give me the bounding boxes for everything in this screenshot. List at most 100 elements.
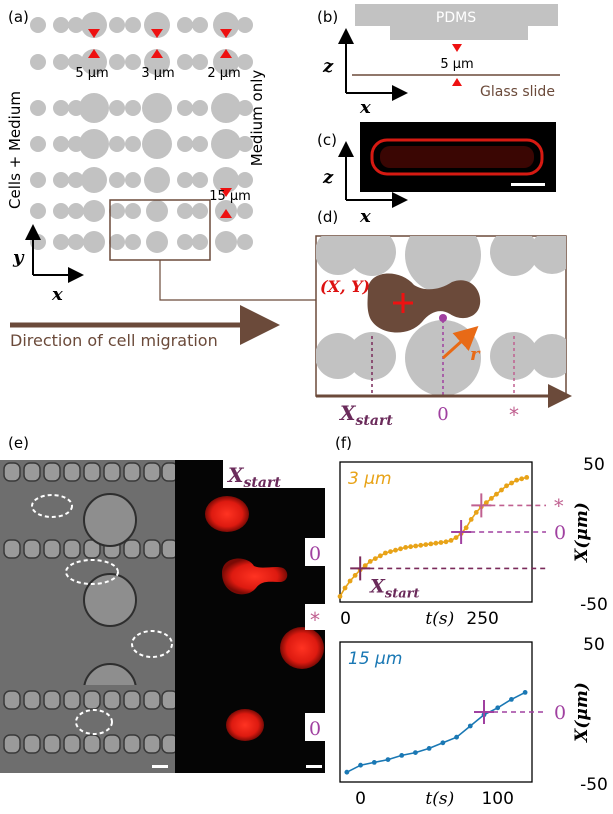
pillar-small [53,17,69,33]
pillar-large [81,12,107,38]
bf-pillar [63,690,81,710]
data-point [454,734,459,740]
y-tick-label: -50 [580,775,608,795]
medium-only-label: Medium only [248,70,266,167]
gap-arrow-up-5um [88,49,100,58]
pillar-small [192,100,208,116]
x-tick-label: 0 [340,609,351,629]
pillar [405,236,481,293]
cells-medium-label: Cells + Medium [6,91,24,209]
data-point [519,476,525,482]
pillar-small [177,136,193,152]
scale-bar-c [511,183,545,186]
pillar-small [192,172,208,188]
gap-arrow-down-b [452,44,462,52]
pillar-large [215,231,237,253]
data-point [377,553,383,559]
data-point [443,539,449,545]
pillar [530,334,566,378]
pillar-small [237,172,253,188]
gap-arrow-down-2um [220,29,232,38]
data-point [423,542,429,547]
pillar [316,333,361,379]
bf-pillar [63,462,81,482]
data-point [473,510,479,515]
pillar-small [177,100,193,116]
data-point [495,705,501,711]
pillar [530,236,566,274]
pillar-small [53,54,69,70]
data-point [372,556,378,561]
bf-pillar [103,690,121,710]
pillar-small [68,54,84,70]
cell-shape [367,273,481,333]
pillar-small [53,172,69,188]
marker-label: 0 [554,702,566,724]
bf-pillar [123,734,141,754]
data-point [489,496,494,501]
bf-pillar [143,734,161,754]
data-point [499,487,504,493]
data-point [514,477,520,483]
pillar-large [81,167,107,193]
data-point [403,545,409,550]
gap-arrow-up-2um [220,49,232,58]
pillar-small [30,100,46,116]
bf-pillar [63,539,81,559]
data-point [440,740,446,746]
pillar-small [125,54,141,70]
cell-fluor-2 [222,558,288,595]
data-point [426,746,432,751]
pillar-small [177,172,193,188]
pillar-small [68,203,84,219]
gap-label-3um: 3 μm [141,66,174,81]
pillar-large [213,167,239,193]
panel-c-label: (c) [317,131,337,149]
pillar-large [79,93,109,123]
pillar-large [144,167,170,193]
cell-fluor-3 [280,627,324,669]
pillar-large [81,49,107,75]
axis-y-label: y [12,247,25,268]
zero-label-d: 0 [437,404,448,425]
data-point [467,723,473,729]
pillar-small [192,17,208,33]
cell-side-body [380,146,534,168]
data-point [413,750,418,755]
pillar-small [53,100,69,116]
data-point [342,585,348,591]
bf-pillar [43,539,61,559]
brightfield-15um [0,685,179,773]
pillar-small [68,172,84,188]
cell-outline-2 [65,559,119,585]
pillar-small [125,234,141,250]
pillar-large [213,12,239,38]
marker-label: * [554,495,564,517]
pillar-small [237,136,253,152]
data-point [468,517,474,522]
pillar-large [144,49,170,75]
bf-pillar [83,462,101,482]
gap-arrow-down-5um [88,29,100,38]
pillar-small [237,100,253,116]
glass-slide-label: Glass slide [480,84,555,100]
pillar-small [192,234,208,250]
badge-start-text: Xstart [226,463,281,491]
bf-pillar [63,734,81,754]
pillar-small [109,234,125,250]
pdms-block [355,4,558,40]
brightfield-pillars-2 [3,690,179,754]
data-point [352,573,358,578]
pillar-small [30,172,46,188]
pillar-small [237,203,253,219]
data-point [358,762,363,768]
pillar-small [109,172,125,188]
pillar-small [30,203,46,219]
bf-pillar [43,690,61,710]
bf-pillar [83,690,101,710]
data-point [399,753,405,758]
bf-pillar [23,734,41,754]
pillar-small [192,203,208,219]
data-point [483,500,489,505]
